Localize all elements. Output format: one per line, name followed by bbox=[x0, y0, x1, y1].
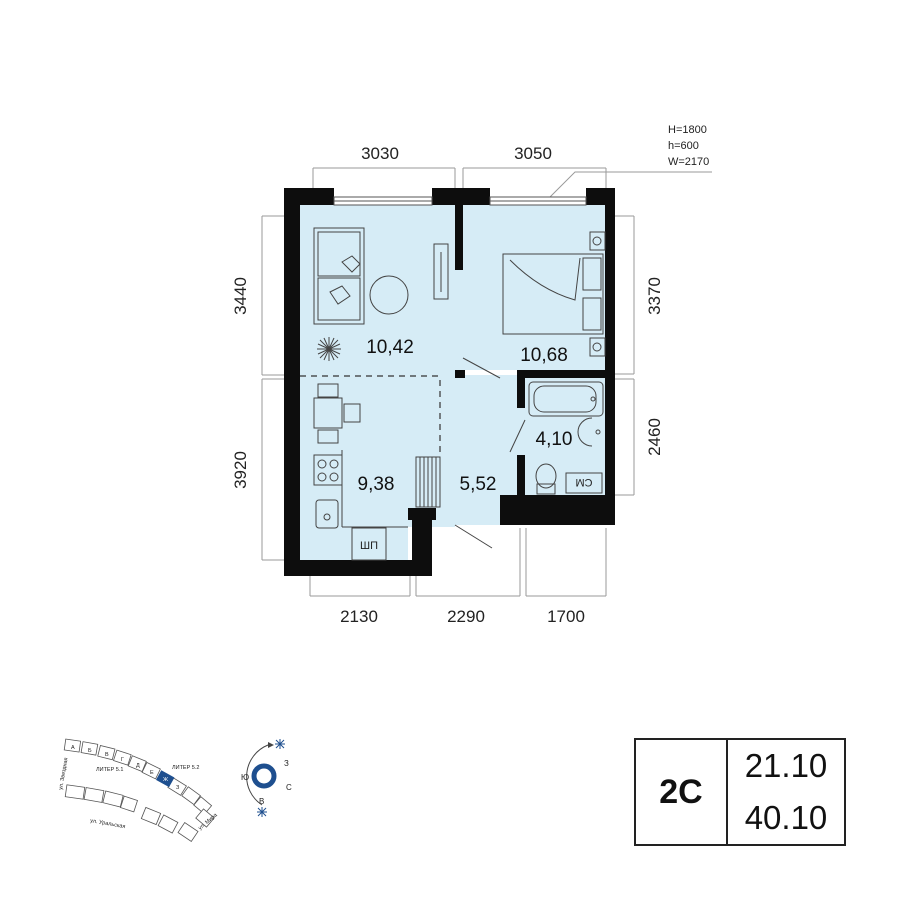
sun-icon-2 bbox=[257, 807, 267, 817]
windows bbox=[333, 196, 587, 206]
wardrobe-cabinet-icon bbox=[351, 527, 387, 561]
window-spec-h: h=600 bbox=[668, 140, 699, 152]
area-hall: 5,52 bbox=[460, 474, 497, 495]
dim-right-lower: 2460 bbox=[645, 418, 664, 456]
tv-icon bbox=[433, 243, 449, 300]
entrance-door bbox=[454, 524, 493, 549]
dim-bottom-right: 1700 bbox=[547, 607, 585, 626]
dim-top-right: 3050 bbox=[514, 144, 552, 163]
bedroom-furniture bbox=[502, 231, 606, 357]
washer-icon bbox=[565, 472, 603, 494]
highlighted-building bbox=[155, 770, 175, 788]
svg-text:Ж: Ж bbox=[163, 777, 168, 783]
compass-south: В bbox=[259, 797, 264, 806]
dining-table-icon bbox=[313, 397, 343, 429]
toilet-icon bbox=[535, 463, 557, 489]
compass-north: З bbox=[284, 759, 289, 768]
svg-text:А: А bbox=[71, 745, 75, 751]
living-furniture bbox=[313, 227, 449, 361]
sofa-icon bbox=[313, 227, 365, 325]
street-1-label: ул. Звездная bbox=[58, 757, 70, 790]
compass: Ю З С В bbox=[241, 739, 292, 817]
compass-icon bbox=[251, 763, 277, 789]
area-living-total: 21.10 bbox=[744, 747, 828, 784]
wardrobe-label: ШП bbox=[360, 540, 378, 552]
dim-left-lower: 3920 bbox=[231, 451, 250, 489]
bath-furniture bbox=[528, 381, 604, 495]
svg-text:Е: Е bbox=[150, 770, 154, 776]
sun-icon bbox=[275, 739, 285, 749]
bathtub-icon bbox=[528, 381, 604, 417]
liter-2-label: ЛИТЕР 5.2 bbox=[172, 765, 199, 771]
cushion-icon bbox=[341, 255, 361, 273]
nightstand-icon-2 bbox=[589, 337, 606, 357]
sink-icon bbox=[315, 499, 339, 529]
washbasin-icon bbox=[577, 417, 593, 447]
svg-text:В: В bbox=[105, 752, 109, 758]
bedroom-door bbox=[462, 357, 501, 379]
doors bbox=[454, 357, 526, 549]
zone-separators bbox=[300, 375, 441, 455]
dimension-lines bbox=[261, 167, 712, 597]
area-bath: 4,10 bbox=[536, 429, 573, 450]
svg-text:Б: Б bbox=[88, 748, 92, 754]
area-living: 10,42 bbox=[366, 337, 414, 358]
area-total: 40.10 bbox=[744, 799, 828, 836]
location-plan: А Б В Г Д Е Ж З ЛИТЕР 5.1 ЛИТЕР 5.2 ул. … bbox=[58, 738, 219, 843]
floor-area bbox=[300, 205, 605, 560]
apartment-info-box: 2С 21.10 40.10 bbox=[634, 738, 846, 846]
street-2-label: ул. Уральская bbox=[90, 818, 126, 830]
area-bedroom: 10,68 bbox=[520, 345, 568, 366]
bed-icon bbox=[502, 253, 604, 335]
walls bbox=[284, 188, 615, 576]
dim-left-upper: 3440 bbox=[231, 277, 250, 315]
bath-door bbox=[509, 419, 526, 453]
dim-right-upper: 3370 bbox=[645, 277, 664, 315]
dim-top-left: 3030 bbox=[361, 144, 399, 163]
apartment-type: 2С bbox=[636, 740, 728, 844]
sun-path-arc bbox=[246, 744, 269, 806]
apartment-areas: 21.10 40.10 bbox=[728, 740, 844, 844]
dim-bottom-mid: 2290 bbox=[447, 607, 485, 626]
svg-text:Д: Д bbox=[136, 763, 140, 769]
dim-bottom-left: 2130 bbox=[340, 607, 378, 626]
compass-east: С bbox=[286, 783, 292, 792]
window-spec-H: H=1800 bbox=[668, 124, 707, 136]
nightstand-icon bbox=[589, 231, 606, 251]
compass-west: Ю bbox=[241, 773, 249, 782]
kitchen-furniture bbox=[313, 383, 441, 561]
svg-text:З: З bbox=[176, 785, 180, 791]
svg-text:Г: Г bbox=[121, 757, 124, 763]
plant-icon bbox=[317, 337, 341, 361]
liter-1-label: ЛИТЕР 5.1 bbox=[96, 767, 123, 773]
coffee-table-icon bbox=[369, 275, 409, 315]
washer-label: СМ bbox=[576, 476, 593, 488]
window-spec-W: W=2170 bbox=[668, 156, 709, 168]
area-kitchen: 9,38 bbox=[358, 474, 395, 495]
